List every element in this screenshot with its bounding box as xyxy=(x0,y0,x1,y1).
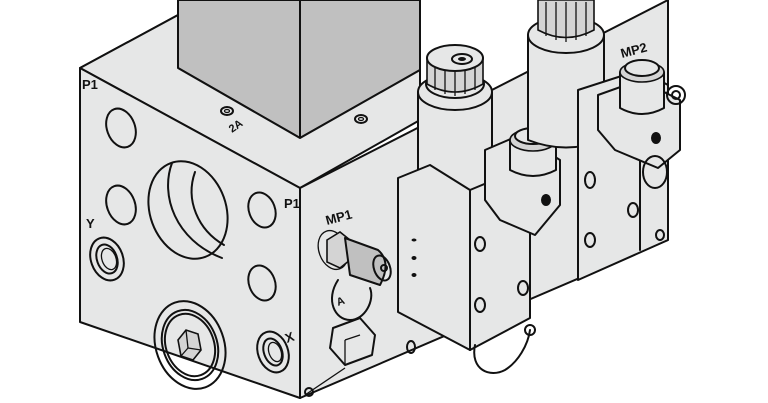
label-p1-right: P1 xyxy=(284,196,300,211)
mp1-test-point xyxy=(304,229,392,397)
label-mp1: MP1 xyxy=(324,206,354,227)
top-hole-icon xyxy=(220,106,234,116)
label-a: A xyxy=(335,295,347,309)
left-face-ports xyxy=(89,107,290,390)
port-y xyxy=(89,236,125,282)
hex-plug-icon xyxy=(153,300,227,390)
label-p1-left: P1 xyxy=(82,77,98,92)
label-mp2: MP2 xyxy=(619,39,649,60)
label-y: Y xyxy=(86,216,95,231)
solenoid-coil-right xyxy=(597,59,686,189)
top-hole-icon xyxy=(354,114,368,124)
port-x xyxy=(256,330,290,374)
